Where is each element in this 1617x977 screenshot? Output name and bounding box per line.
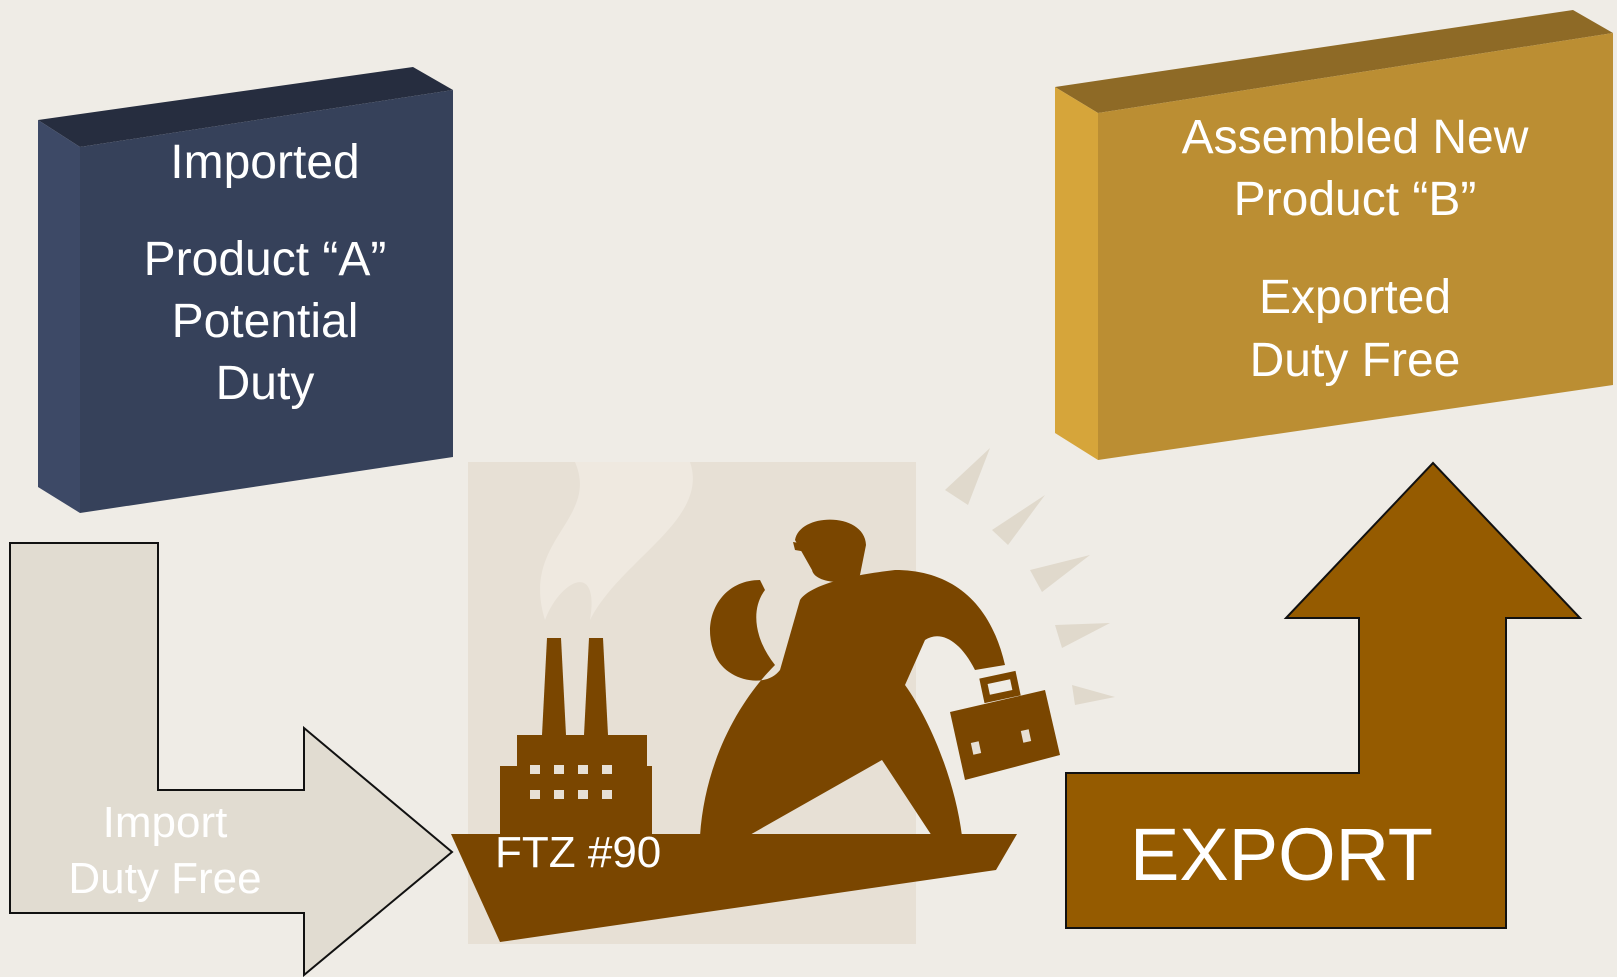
imported-line-potential: Potential (171, 295, 359, 348)
import-label-line-1: Import (102, 798, 228, 847)
assembled-product-box (1055, 10, 1613, 460)
ftz-label: FTZ #90 (495, 828, 662, 877)
factory-icon (500, 638, 652, 836)
assembled-line-2: Product “B” (1233, 173, 1477, 226)
import-arrow (9, 542, 454, 977)
import-label-line-2: Duty Free (68, 854, 262, 903)
motion-burst-icon (945, 448, 1115, 705)
imported-product-box (38, 67, 453, 513)
import-arrow-label: Import Duty Free (40, 795, 290, 907)
assembled-line-4: Duty Free (1249, 334, 1461, 387)
imported-line-duty: Duty (215, 357, 315, 410)
ship-hull-icon (451, 834, 1017, 942)
assembled-line-1: Assembled New (1181, 111, 1529, 164)
worker-with-toolbox-icon (700, 519, 1060, 836)
factory-illustration (451, 448, 1115, 944)
imported-title: Imported (170, 136, 360, 189)
export-arrow-label: EXPORT (1130, 813, 1433, 896)
imported-line-product: Product “A” (143, 233, 387, 286)
export-arrow (1065, 461, 1583, 929)
assembled-line-3: Exported (1258, 271, 1452, 324)
